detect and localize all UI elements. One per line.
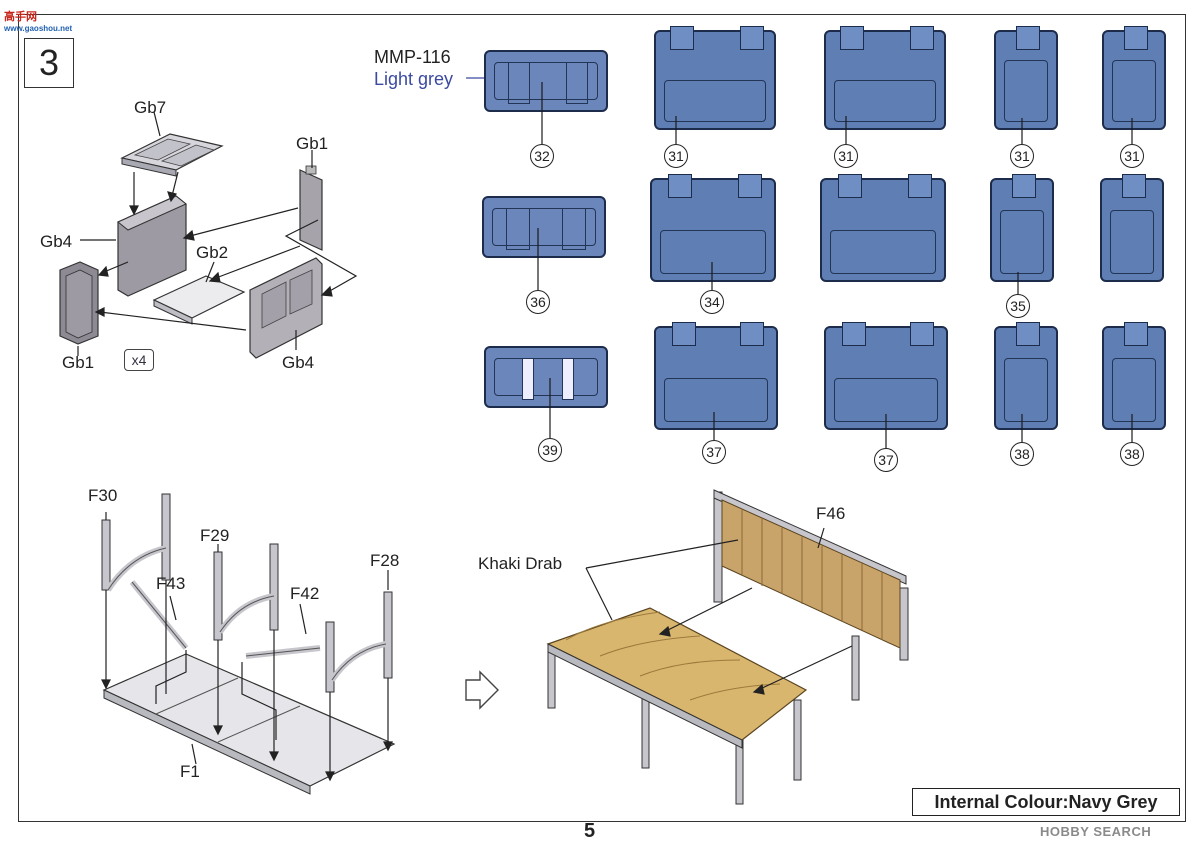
part-number-37a: 37 xyxy=(702,440,726,464)
ammo-crate-31c xyxy=(994,26,1058,130)
ammo-crate-38b xyxy=(1102,322,1166,430)
part-label-f46: F46 xyxy=(816,504,846,523)
part-number-38b: 38 xyxy=(1120,442,1144,466)
quantity-multiplier: x4 xyxy=(124,349,154,371)
page-number: 5 xyxy=(584,820,596,842)
part-label-f42: F42 xyxy=(290,584,320,603)
hobby-search-logo: HOBBY SEARCH xyxy=(1040,824,1152,839)
part-label-gb7: Gb7 xyxy=(134,98,167,117)
ammo-crate-plain xyxy=(820,174,946,282)
ammo-crate-31d xyxy=(1102,26,1166,130)
part-label-gb1-right: Gb1 xyxy=(296,134,329,153)
part-label-gb4-left: Gb4 xyxy=(40,232,73,251)
part-number-38a: 38 xyxy=(1010,442,1034,466)
part-label-f30: F30 xyxy=(88,486,118,505)
part-number-35: 35 xyxy=(1006,294,1030,318)
paint-code: MMP-116 xyxy=(374,47,451,67)
part-label-gb2: Gb2 xyxy=(196,243,229,262)
part-number-39: 39 xyxy=(538,438,562,462)
ammo-crate-38a xyxy=(994,322,1058,430)
ammo-crate-lid-32 xyxy=(484,50,608,112)
page-frame xyxy=(18,14,1186,822)
ammo-crate-side-plain xyxy=(1100,174,1164,282)
part-label-f29: F29 xyxy=(200,526,230,545)
part-number-31b: 31 xyxy=(834,144,858,168)
ammo-crate-31b xyxy=(824,26,946,130)
paint-color-name: Light grey xyxy=(374,69,454,89)
part-number-37b: 37 xyxy=(874,448,898,472)
part-number-31a: 31 xyxy=(664,144,688,168)
part-number-36: 36 xyxy=(526,290,550,314)
ammo-crate-lid-36 xyxy=(482,196,606,258)
ammo-crate-37a xyxy=(654,322,778,430)
ammo-crate-35 xyxy=(990,174,1054,282)
part-label-f28: F28 xyxy=(370,551,400,570)
part-label-gb4-right: Gb4 xyxy=(282,353,315,372)
step-number: 3 xyxy=(24,38,74,88)
part-number-34: 34 xyxy=(700,290,724,314)
part-label-f43: F43 xyxy=(156,574,186,593)
part-number-31c: 31 xyxy=(1010,144,1034,168)
part-label-f1: F1 xyxy=(180,762,200,781)
part-number-31d: 31 xyxy=(1120,144,1144,168)
part-number-32: 32 xyxy=(530,144,554,168)
paint-callout: MMP-116 Light grey xyxy=(374,46,453,90)
ammo-crate-34 xyxy=(650,174,776,282)
ammo-crate-31a xyxy=(654,26,776,130)
ammo-crate-37b xyxy=(824,322,948,430)
paint-note-khaki: Khaki Drab xyxy=(478,554,563,573)
ammo-crate-lid-39 xyxy=(484,346,608,408)
part-label-gb1-left: Gb1 xyxy=(62,353,95,372)
internal-colour-note: Internal Colour:Navy Grey xyxy=(912,788,1180,816)
